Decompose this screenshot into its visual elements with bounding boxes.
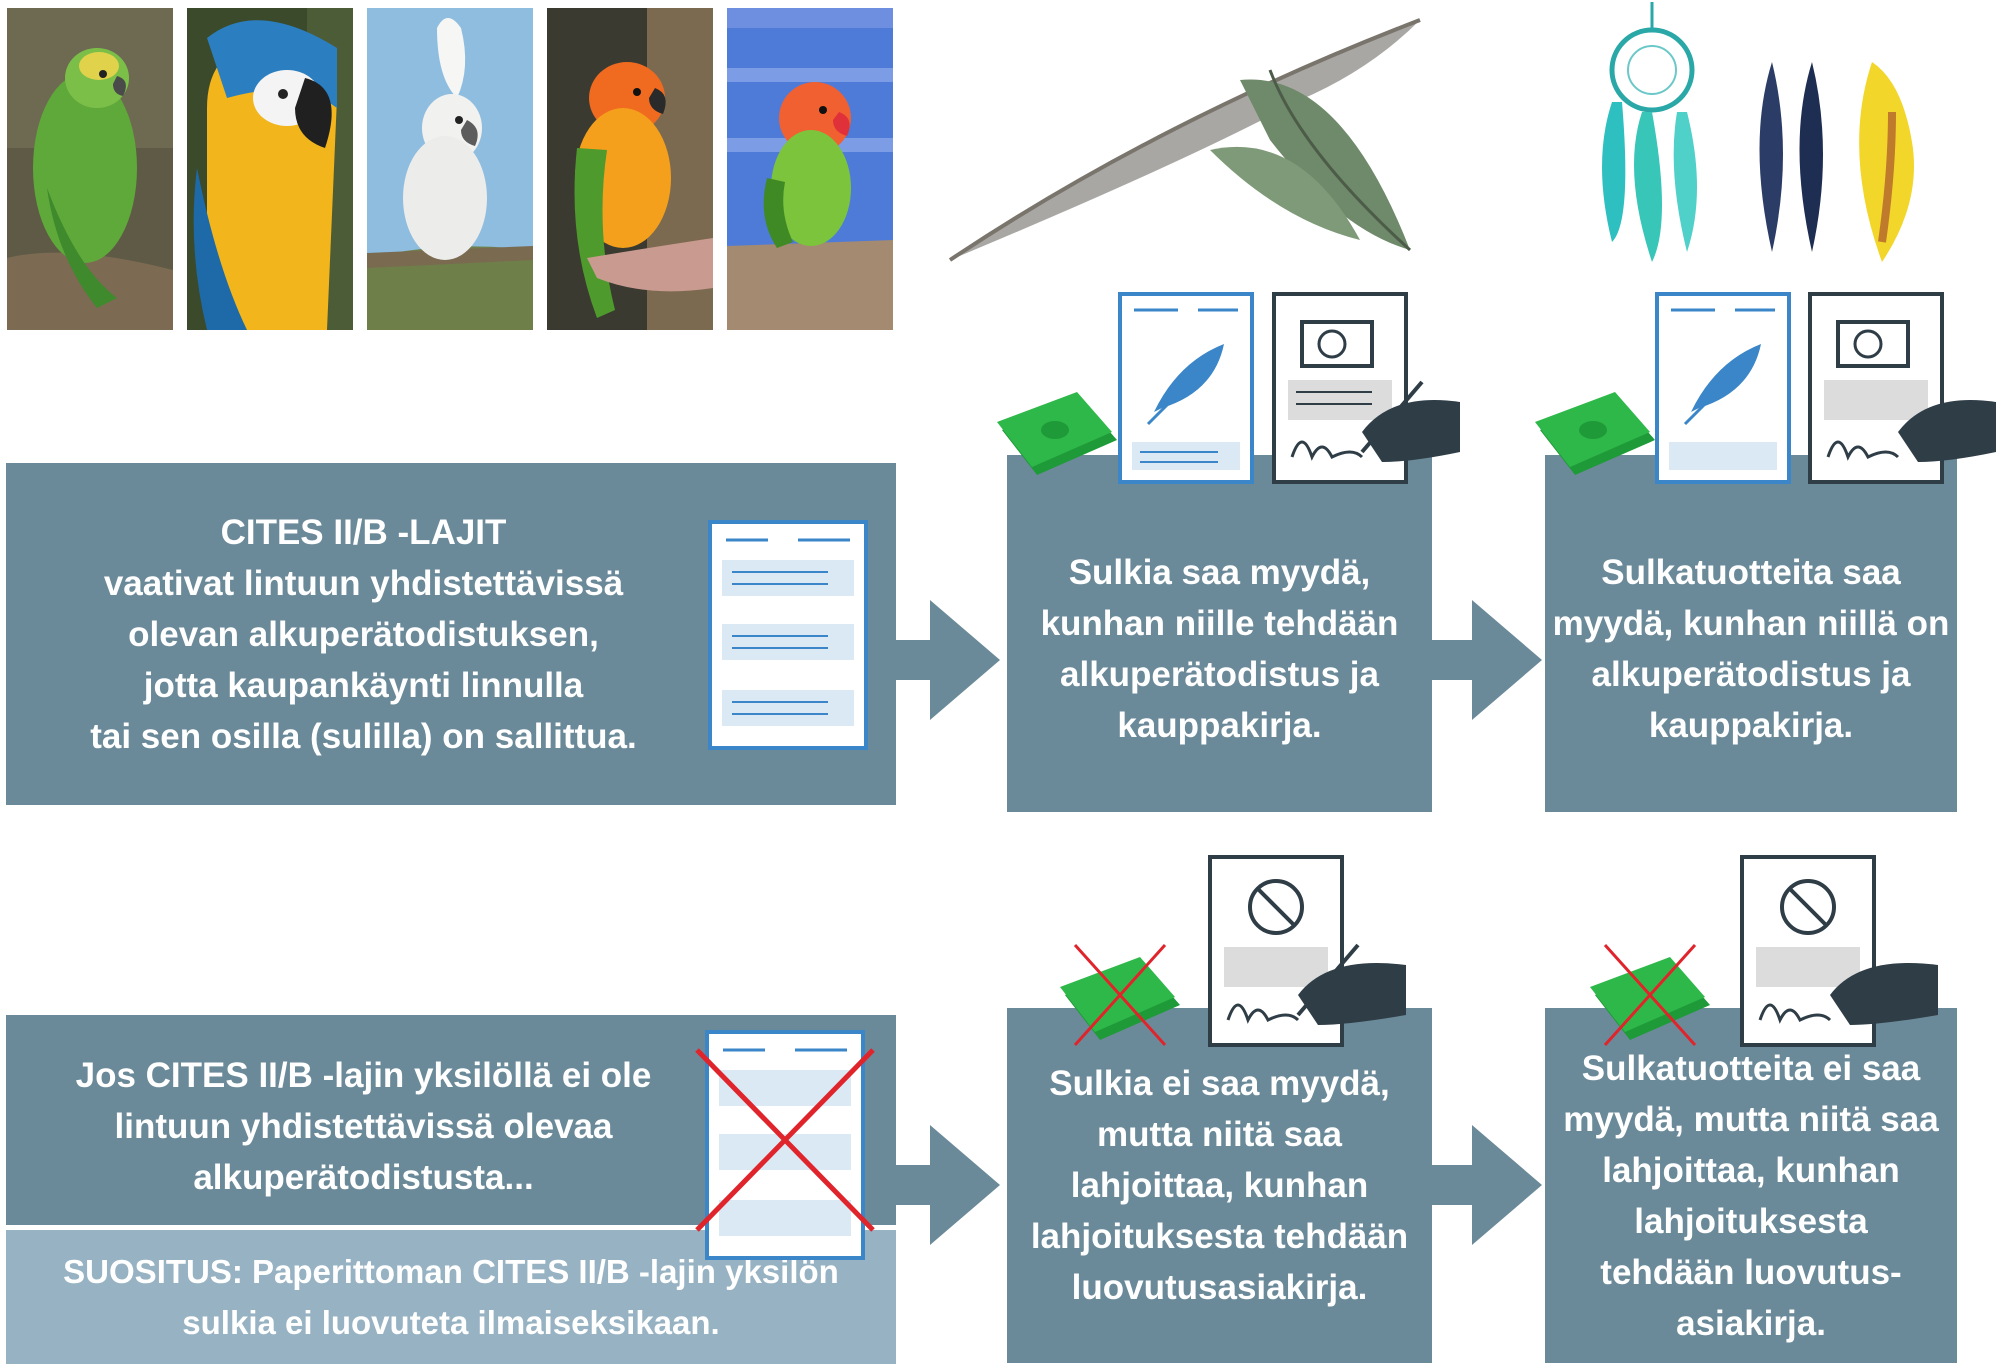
cites-line-4: tai sen osilla (sulilla) on sallittua. [90,716,637,756]
lovebird-photo [727,8,893,330]
cites-line-1: vaativat lintuun yhdistettävissä [103,563,624,603]
cites-line-3: jotta kaupankäynti linnulla [143,665,584,705]
blue-gold-macaw-photo [187,8,353,330]
products-donation-line-3: lahjoittaa, kunhan [1602,1150,1900,1190]
sales-contract-icon [1272,292,1460,484]
feathers-sale-line-1: Sulkia saa myydä, [1068,552,1371,592]
feathers-donation-line-3: lahjoittaa, kunhan [1070,1166,1369,1205]
feathers-sale-box: Sulkia saa myydä, kunhan niille tehdään … [1007,455,1432,812]
donation-document-icon [1208,855,1406,1047]
money-icon [997,392,1117,475]
feathers-donation-line-5: luovutusasiakirja. [1071,1268,1368,1307]
money-icon-right [1535,392,1655,475]
products-sale-line-3: alkuperätodistus ja [1591,654,1911,694]
feather-certificate-icon-right [1655,292,1791,484]
products-donation-line-5: tehdään luovutus- [1600,1252,1902,1292]
feathers-illustration [948,18,1421,262]
products-donation-line-1: Sulkatuotteita ei saa [1581,1048,1921,1088]
cockatoo-photo [367,8,533,330]
arrow-row2-left [890,1125,1000,1245]
feathers-donation-line-1: Sulkia ei saa myydä, [1049,1064,1390,1103]
feathers-donation-box: Sulkia ei saa myydä, mutta niitä saa lah… [1007,1008,1432,1363]
products-donation-line-2: myydä, mutta niitä saa [1563,1099,1939,1139]
no-cert-line-3: alkuperätodistusta... [193,1157,534,1197]
products-sale-line-2: myydä, kunhan niillä on [1552,603,1950,643]
feather-products-donation-box: Sulkatuotteita ei saa myydä, mutta niitä… [1545,1008,1957,1363]
cites-line-2: olevan alkuperätodistuksen, [128,614,599,654]
crossed-money-icon-right [1590,943,1710,1047]
no-cert-line-1: Jos CITES II/B -lajin yksilöllä ei ole [75,1055,652,1095]
sales-contract-icon-right [1808,292,1996,484]
donation-document-icon-right [1740,855,1938,1047]
products-sale-line-4: kauppakirja. [1648,705,1854,745]
products-donation-line-4: lahjoituksesta [1634,1201,1868,1241]
crossed-certificate-icon [695,1030,875,1260]
products-donation-line-6: asiakirja. [1676,1303,1826,1343]
arrow-row2-right [1432,1125,1542,1245]
arrow-row1-right [1432,600,1542,720]
sun-conure-photo [547,8,713,330]
feathers-donation-line-2: mutta niitä saa [1096,1115,1343,1154]
products-sale-line-1: Sulkatuotteita saa [1601,552,1901,592]
feather-certificate-icon [1118,292,1254,484]
feathers-sale-line-3: alkuperätodistus ja [1060,654,1379,694]
cites-title: CITES II/B -LAJIT [220,512,507,552]
feather-products-sale-box: Sulkatuotteita saa myydä, kunhan niillä … [1545,455,1957,812]
feathers-sale-line-2: kunhan niille tehdään [1040,603,1399,643]
crossed-money-icon [1060,943,1180,1047]
feathers-donation-line-4: lahjoituksesta tehdään [1030,1217,1409,1256]
amazon-parrot-photo [7,8,173,330]
arrow-row1-left [890,600,1000,720]
recommendation-line-2: sulkia ei luovuteta ilmaiseksikaan. [182,1304,720,1341]
feathers-sale-line-4: kauppakirja. [1117,705,1322,745]
certificate-document-icon [708,520,868,750]
feather-products-illustration [1602,2,1914,262]
no-cert-line-2: lintuun yhdistettävissä olevaa [114,1106,613,1146]
